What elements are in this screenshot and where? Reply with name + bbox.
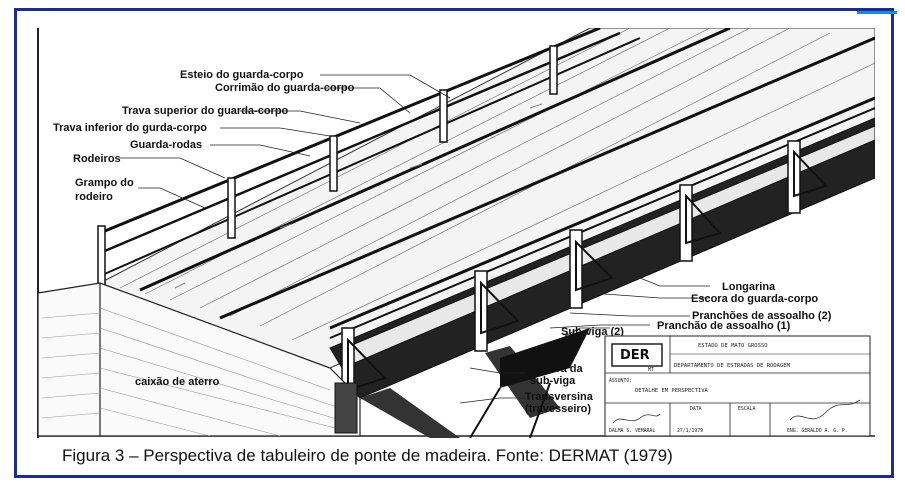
figure-caption: Figura 3 – Perspectiva de tabuleiro de p… [62,446,673,465]
label-grampo-1: Grampo do [75,177,134,189]
tb-responsavel: ENG. GERALDO A. G. P. [787,428,848,434]
far-guard-rail [97,28,641,287]
deck-surface [98,28,875,369]
tb-data: 27/1/1979 [677,428,703,434]
tb-data-label: DATA [690,406,702,412]
signature-autor [612,413,661,424]
tb-autor: DALMA S. VEMARAL [609,428,655,434]
label-escora-sub-viga-1: Escora da [530,363,583,375]
label-guarda-rodas: Guarda-rodas [130,139,202,151]
label-esteio: Esteio do guarda-corpo [180,69,304,81]
leader-lines [120,74,710,404]
label-longarina: Longarina [722,281,776,293]
tb-assunto-label: ASSUNTO: [609,378,632,384]
tb-assunto: DETALHE EM PERSPECTIVA [635,388,709,394]
label-sub-viga: Sub-viga (2) [561,326,624,338]
label-transversina-1: Transversina [525,391,594,403]
caixao-de-aterro [37,282,361,437]
label-escora-sub-viga-2: sub-viga [530,375,576,387]
label-pranchoes: Pranchões de assoalho (2) [692,310,832,322]
signature-responsavel [789,399,861,421]
tb-escala-label: ESCALA [738,406,755,412]
frame-accent [857,11,897,14]
svg-text:MT: MT [648,367,654,373]
label-grampo-2: rodeiro [75,191,113,203]
label-trava-inferior: Trava inferior do gurda-corpo [53,122,207,134]
label-corrimao: Corrimão do guarda-corpo [215,82,355,94]
label-transversina-2: (travesseiro) [525,403,591,415]
title-block: DER MT ESTADO DE MATO GROSSO DEPARTAMENT… [604,335,871,437]
label-caixao: caixão de aterro [135,376,220,388]
label-pranchao: Pranchão de assoalho (1) [657,320,791,332]
der-logo-icon: DER MT [611,343,663,373]
label-rodeiros: Rodeiros [73,153,121,165]
label-escora-guarda-corpo: Escora do guarda-corpo [691,293,818,305]
svg-text:DER: DER [620,348,650,363]
tb-departamento: DEPARTAMENTO DE ESTRADAS DE RODAGEM [674,363,791,369]
tb-estado: ESTADO DE MATO GROSSO [698,343,768,349]
label-trava-superior: Trava superior do guarda-corpo [122,105,289,117]
bridge-deck-drawing: Esteio do guarda-corpo Corrimão do guard… [37,28,875,438]
near-guard-rail [329,96,875,409]
